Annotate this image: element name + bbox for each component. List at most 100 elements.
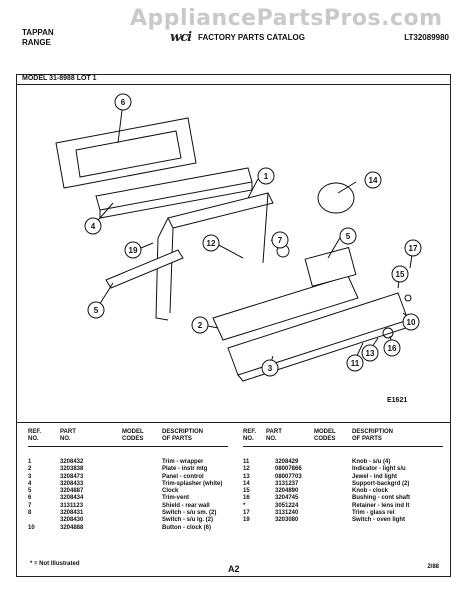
footnote: * = Not Illustrated <box>30 561 80 567</box>
callout-1: 1 <box>264 172 269 181</box>
part-desc: Plate - instr mtg <box>162 466 208 473</box>
part-desc: Trim-splasher (white) <box>162 480 223 487</box>
vent-trim <box>105 249 184 289</box>
table-row: 8 3208431 Switch - s/u sm. (2) <box>28 510 233 517</box>
part-desc: Bushing - cont shaft <box>352 495 410 502</box>
part-ref: 16 <box>243 495 250 502</box>
part-desc: Shield - rear wall <box>162 502 210 509</box>
part-ref: 11 <box>243 459 250 465</box>
wrapper-trim <box>167 192 274 229</box>
col-model-left: MODEL CODES <box>122 429 144 442</box>
part-desc: Trim - wrapper <box>162 459 204 465</box>
model-number: MODEL 31-8988 LOT 1 <box>22 75 97 82</box>
callout-5: 5 <box>346 232 351 241</box>
table-row: 13 08007703 Jewel - ind light <box>243 474 448 481</box>
part-part: 3208473 <box>60 473 84 480</box>
part-desc: Indicator - light s/u <box>352 466 406 473</box>
part-desc: Support-backgrd (2) <box>352 480 410 487</box>
table-row: 5 3204887 Clock <box>28 488 233 495</box>
part-desc: Switch - oven light <box>352 517 406 524</box>
exploded-parts-diagram: 6 4 5 1 12 7 5 14 17 15 10 13 11 16 3 2 … <box>55 93 422 382</box>
part-ref: 5 <box>28 488 32 495</box>
wci-logo: wci <box>170 30 192 45</box>
callout-8: 7 <box>278 236 283 245</box>
table-row: 11 3208429 Knob - s/u (4) <box>243 459 448 466</box>
part-ref: 2 <box>28 466 32 473</box>
part-ref: 4 <box>28 480 32 487</box>
brand-line-1: TAPPAN <box>22 28 54 37</box>
col-model-right: MODEL CODES <box>314 429 336 442</box>
part-ref: * <box>243 502 246 509</box>
part-ref: 1 <box>28 459 32 465</box>
callout-7: 6 <box>121 98 126 107</box>
catalog-frame <box>16 74 451 577</box>
table-row: 3208430 Switch - s/u lg. (2) <box>28 517 233 524</box>
callout-6: 5 <box>94 306 99 315</box>
part-desc: Switch - s/u lg. (2) <box>162 517 214 524</box>
part-ref: 3 <box>28 473 32 480</box>
col-ref-left: REF. NO. <box>28 429 42 442</box>
part-part: 3131123 <box>60 502 84 509</box>
callout-13: 13 <box>366 349 375 358</box>
part-part: 3208433 <box>60 480 84 487</box>
col-desc-left: DESCRIPTION OF PARTS <box>162 429 204 442</box>
part-part: 3208429 <box>275 459 299 465</box>
callout-4: 4 <box>91 222 96 231</box>
part-desc: Switch - s/u sm. (2) <box>162 510 217 517</box>
part-ref: 6 <box>28 495 32 502</box>
watermark: AppliancePartsPros.com <box>130 6 443 31</box>
table-row: 3 3208473 Panel - control <box>28 474 233 481</box>
callout-19: 19 <box>129 246 138 255</box>
figure-code: E1621 <box>387 397 408 404</box>
callout-2: 2 <box>198 321 203 330</box>
part-ref: 14 <box>243 480 250 487</box>
instrument-plate <box>212 275 359 341</box>
part-part: 3131240 <box>275 510 299 517</box>
part-part: 3051224 <box>275 502 299 509</box>
header-rule-left <box>28 446 228 447</box>
part-ref: 15 <box>243 488 250 495</box>
part-part: 3208434 <box>60 495 84 502</box>
brand-line-2: RANGE <box>22 38 51 47</box>
table-row: 2 3203838 Plate - instr mtg <box>28 466 233 473</box>
table-top-divider <box>16 422 451 423</box>
part-desc: Retainer - lens ind lt <box>352 502 410 509</box>
col-part-right: PART NO. <box>266 429 282 442</box>
clock <box>304 246 357 287</box>
part-desc: Jewel - ind light <box>352 473 398 480</box>
part-part: 3204887 <box>60 488 84 495</box>
callout-14: 14 <box>369 176 378 185</box>
part-part: 3203838 <box>60 466 84 473</box>
col-ref-right: REF. NO. <box>243 429 257 442</box>
part-ref: 8 <box>28 510 32 517</box>
callout-11: 11 <box>351 359 360 368</box>
part-desc: Knob - clock <box>352 488 389 495</box>
page-label: A2 <box>228 564 240 574</box>
part-desc: Panel - control <box>162 473 204 480</box>
part-desc: Trim - glass rel <box>352 510 395 517</box>
callout-10: 10 <box>407 318 416 327</box>
part-part: 3208431 <box>60 510 84 517</box>
table-row: * 3051224 Retainer - lens ind lt <box>243 503 448 510</box>
col-part-left: PART NO. <box>60 429 76 442</box>
part-part: 3208430 <box>60 517 84 524</box>
part-ref: 19 <box>243 517 250 524</box>
part-desc: Button - clock (6) <box>162 524 211 531</box>
callout-12: 12 <box>207 239 216 248</box>
part-part: 3131237 <box>275 480 299 487</box>
part-part: 3204745 <box>275 495 299 502</box>
callout-15: 15 <box>396 270 405 279</box>
part-desc: Knob - s/u (4) <box>352 459 391 465</box>
catalog-title: FACTORY PARTS CATALOG <box>198 33 305 42</box>
part-part: 08007703 <box>275 473 302 480</box>
part-desc: Clock <box>162 488 179 495</box>
part-ref: 13 <box>243 473 250 480</box>
